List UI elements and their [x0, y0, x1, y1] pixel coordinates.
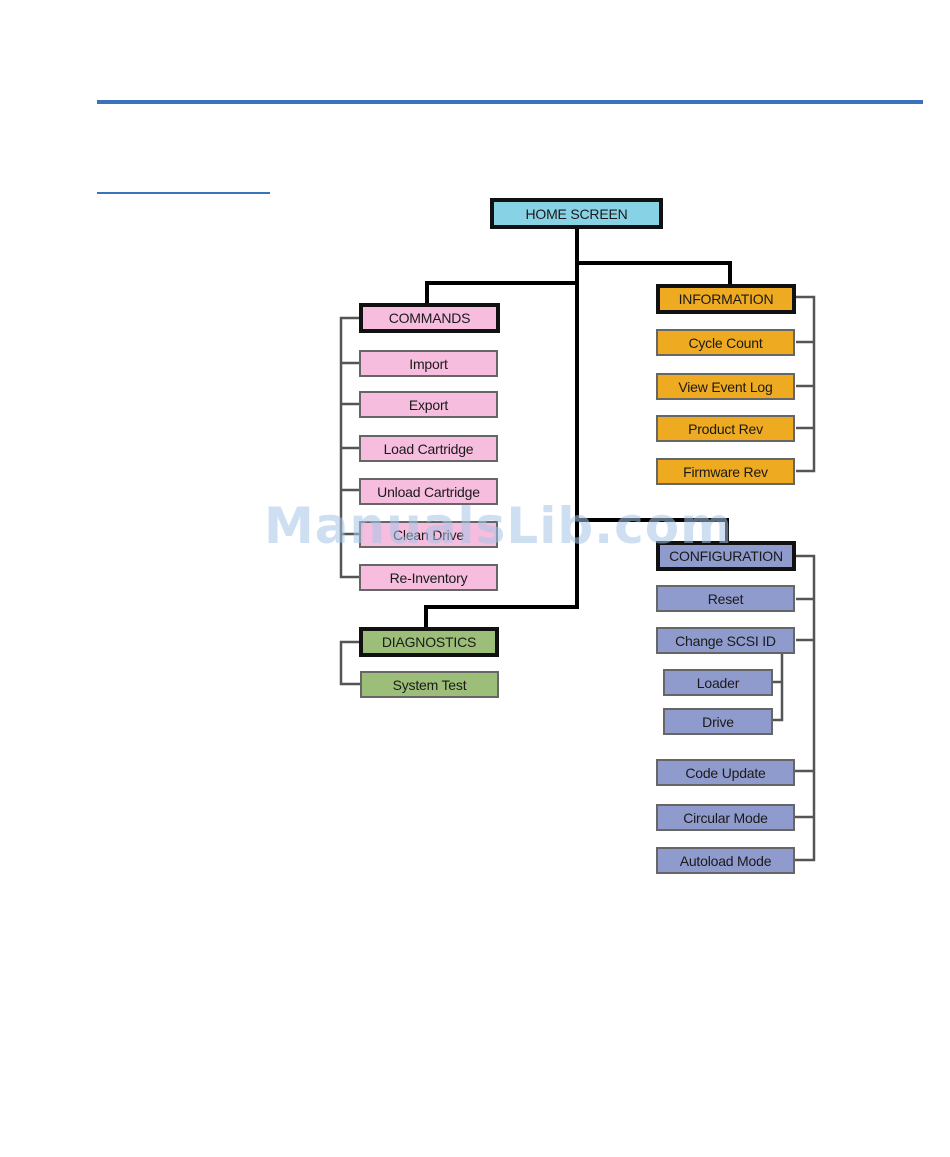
diagnostics-bracket [341, 642, 360, 684]
config-circular-mode: Circular Mode [656, 804, 795, 831]
info-product-rev: Product Rev [656, 415, 795, 442]
command-re-inventory: Re-Inventory [359, 564, 498, 591]
scsi-sub-bracket [773, 654, 782, 720]
command-unload-cartridge: Unload Cartridge [359, 478, 498, 505]
commands-node: COMMANDS [359, 303, 500, 333]
config-change-scsi-id: Change SCSI ID [656, 627, 795, 654]
config-drive: Drive [663, 708, 773, 735]
diag-system-test: System Test [360, 671, 499, 698]
info-cycle-count: Cycle Count [656, 329, 795, 356]
command-export: Export [359, 391, 498, 418]
branch-commands [427, 283, 577, 303]
branch-information [577, 263, 730, 284]
info-view-event-log: View Event Log [656, 373, 795, 400]
configuration-node: CONFIGURATION [656, 541, 796, 571]
diagnostics-node: DIAGNOSTICS [359, 627, 499, 657]
command-clean-drive: Clean Drive [359, 521, 498, 548]
home-screen-node: HOME SCREEN [490, 198, 663, 229]
config-reset: Reset [656, 585, 795, 612]
information-bracket [796, 297, 814, 471]
configuration-bracket [794, 556, 814, 860]
command-import: Import [359, 350, 498, 377]
information-node: INFORMATION [656, 284, 796, 314]
config-code-update: Code Update [656, 759, 795, 786]
info-firmware-rev: Firmware Rev [656, 458, 795, 485]
config-loader: Loader [663, 669, 773, 696]
branch-configuration [577, 520, 727, 541]
command-load-cartridge: Load Cartridge [359, 435, 498, 462]
config-autoload-mode: Autoload Mode [656, 847, 795, 874]
